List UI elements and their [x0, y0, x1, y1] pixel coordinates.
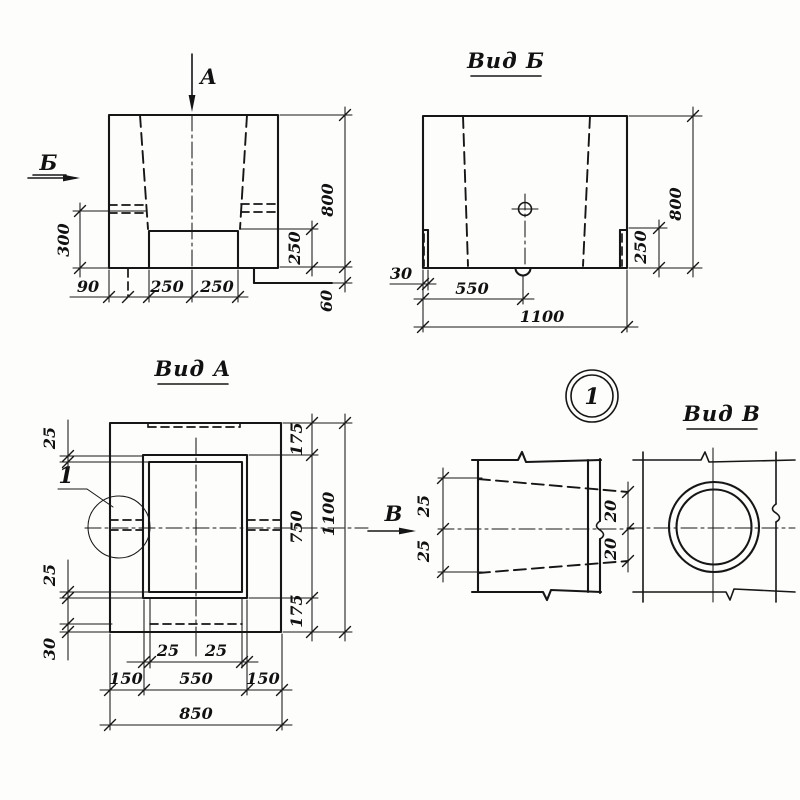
extension-lines — [72, 114, 353, 303]
section-arrow-b: Б — [27, 150, 80, 182]
front-dimensions: 300 90 250 250 250 800 60 — [54, 106, 353, 312]
extension-lines — [437, 477, 483, 573]
hidden-taper-right — [239, 114, 248, 230]
dim-25-left: 25 — [40, 564, 59, 587]
detail-circle — [87, 495, 151, 559]
hidden-top-opening — [147, 422, 241, 428]
extension-lines — [59, 422, 369, 731]
extension-lines — [422, 115, 703, 333]
arrow-down-icon — [188, 95, 196, 112]
bottom-notches — [421, 228, 629, 270]
dimension-lines — [69, 106, 346, 298]
dim-90: 90 — [77, 277, 99, 296]
dim-1100: 1100 — [520, 307, 565, 326]
section-label-a: А — [198, 64, 218, 89]
view-v: Вид В — [626, 401, 796, 603]
view-v-title-text: Вид В — [682, 401, 761, 426]
front-view: А Б — [27, 53, 353, 312]
dim-250-right: 250 — [199, 277, 233, 296]
dim-60: 60 — [317, 290, 336, 312]
dim-30: 30 — [390, 264, 412, 283]
section-label-b: Б — [39, 150, 59, 175]
view-a-dimensions: 25 25 30 175 750 175 1100 25 25 150 550 … — [40, 413, 369, 732]
arrow-right-icon — [399, 527, 416, 535]
view-a-title: Вид А — [153, 356, 231, 385]
view-b-title-text: Вид Б — [466, 48, 545, 73]
dim-550: 550 — [179, 669, 212, 688]
view-b-outline — [421, 114, 629, 270]
section-arrow-a: А — [188, 53, 218, 112]
dim-150-right: 150 — [246, 669, 279, 688]
detail-badge-label: 1 — [584, 384, 599, 410]
dim-250-left: 250 — [149, 277, 183, 296]
dim-800: 800 — [318, 183, 337, 217]
detail-1: 1 В 25 25 20 20 — [367, 369, 635, 602]
dim-300: 300 — [54, 223, 73, 256]
dim-800: 800 — [666, 187, 685, 221]
dim-20-bottom: 20 — [601, 538, 620, 561]
detail-body — [437, 450, 635, 602]
dim-150-left: 150 — [109, 669, 142, 688]
dimension-ticks — [436, 471, 635, 579]
bottom-semicircle — [514, 266, 532, 277]
arrow-right-icon — [63, 174, 80, 182]
view-v-title: Вид В — [682, 401, 761, 430]
dim-250-side: 250 — [285, 231, 304, 265]
hidden-taper-left — [462, 115, 469, 267]
view-a: Вид А 1 — [40, 356, 369, 732]
dim-25-bottom: 25 — [414, 540, 433, 563]
dim-1100: 1100 — [319, 492, 338, 537]
leader-line — [57, 488, 114, 508]
detail-callout-label: 1 — [58, 463, 73, 489]
dim-25-bottom2: 25 — [204, 641, 227, 660]
dim-250: 250 — [631, 230, 650, 264]
dimension-lines — [389, 106, 694, 328]
front-outline — [107, 113, 280, 270]
tube-outer-circle — [667, 480, 761, 574]
hidden-hole-lines — [108, 203, 279, 214]
dimension-lines — [67, 413, 346, 726]
front-inner-block — [147, 229, 240, 270]
detail-dimensions: 25 25 20 20 — [414, 467, 635, 583]
tube-inner-circle — [675, 488, 753, 566]
front-step — [252, 266, 334, 285]
dim-750: 750 — [287, 510, 306, 543]
dim-175-top: 175 — [287, 422, 306, 455]
dim-20-top: 20 — [601, 500, 620, 523]
view-arrow-v-label: В — [384, 501, 404, 526]
hidden-taper-right — [582, 115, 591, 267]
view-b-title: Вид Б — [466, 48, 545, 77]
detail-badge: 1 — [565, 369, 619, 423]
view-a-title-text: Вид А — [153, 356, 231, 381]
hidden-taper-left — [139, 114, 149, 230]
center-hole — [511, 193, 539, 269]
view-b-dimensions: 30 550 1100 250 800 — [389, 106, 703, 334]
dim-25-bottom1: 25 — [156, 641, 179, 660]
view-arrow-v: В — [367, 501, 416, 535]
opening-outer — [141, 453, 249, 600]
dimension-ticks — [73, 108, 352, 304]
dim-25-top: 25 — [414, 495, 433, 518]
hidden-side-holes — [109, 519, 282, 531]
opening-inner — [147, 460, 244, 594]
dim-175-bottom: 175 — [287, 594, 306, 627]
dim-550: 550 — [455, 279, 488, 298]
view-v-body — [626, 447, 796, 603]
dim-30: 30 — [40, 638, 59, 660]
dim-25-top: 25 — [40, 427, 59, 450]
detail-callout: 1 — [57, 463, 151, 559]
dim-850: 850 — [178, 704, 212, 723]
dimension-lines — [442, 467, 629, 583]
view-b: Вид Б — [389, 48, 703, 334]
